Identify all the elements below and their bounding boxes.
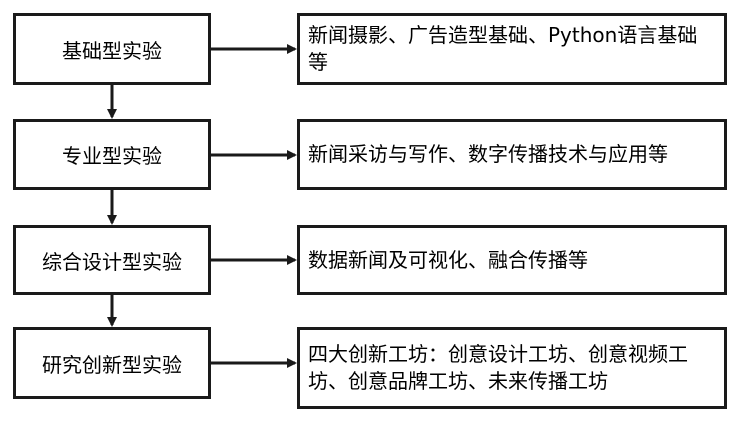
detail-text: 四大创新工坊：创意设计工坊、创意视频工坊、创意品牌工坊、未来传播工坊	[308, 342, 688, 393]
stage-box-basic: 基础型实验	[13, 13, 211, 85]
stage-box-research: 研究创新型实验	[13, 327, 211, 399]
stage-label: 基础型实验	[62, 38, 162, 63]
detail-box-professional: 新闻采访与写作、数字传播技术与应用等	[297, 119, 727, 190]
detail-text: 新闻采访与写作、数字传播技术与应用等	[308, 142, 668, 166]
stage-label: 研究创新型实验	[42, 352, 182, 377]
detail-box-comprehensive: 数据新闻及可视化、融合传播等	[297, 225, 727, 295]
stage-box-comprehensive: 综合设计型实验	[13, 225, 211, 295]
detail-box-basic: 新闻摄影、广告造型基础、Python语言基础等	[297, 13, 727, 85]
detail-text: 数据新闻及可视化、融合传播等	[308, 247, 588, 272]
stage-box-professional: 专业型实验	[13, 119, 211, 190]
detail-box-research: 四大创新工坊：创意设计工坊、创意视频工坊、创意品牌工坊、未来传播工坊	[297, 327, 727, 409]
detail-text: 新闻摄影、广告造型基础、Python语言基础等	[308, 23, 698, 74]
stage-label: 专业型实验	[62, 144, 162, 168]
stage-label: 综合设计型实验	[42, 249, 182, 274]
